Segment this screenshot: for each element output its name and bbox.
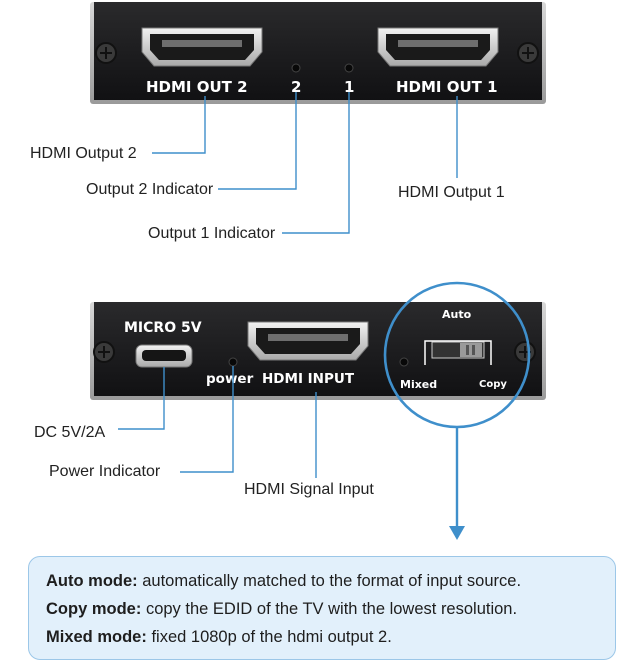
mode-desc: fixed 1080p of the hdmi output 2. <box>151 628 392 646</box>
output-2-led-icon <box>291 63 301 73</box>
screw-icon <box>514 341 536 363</box>
hdmi-out-1-label: HDMI OUT 1 <box>396 78 498 96</box>
power-led-icon <box>228 357 238 367</box>
mode-term: Copy mode: <box>46 600 142 618</box>
hdmi-out-2-label: HDMI OUT 2 <box>146 78 248 96</box>
hdmi-input-port-icon <box>247 321 369 361</box>
power-label: power <box>206 371 254 387</box>
mode-info-box: Auto mode: automatically matched to the … <box>28 556 616 660</box>
screw-icon <box>517 42 539 64</box>
mode-line-auto: Auto mode: automatically matched to the … <box>46 567 615 595</box>
output-1-led-icon <box>344 63 354 73</box>
mode-term: Mixed mode: <box>46 628 147 646</box>
mode-line-copy: Copy mode: copy the EDID of the TV with … <box>46 595 615 623</box>
micro-usb-port-icon <box>135 344 193 368</box>
switch-auto-label: Auto <box>442 308 472 321</box>
screw-icon <box>93 341 115 363</box>
mode-led-icon <box>399 357 409 367</box>
mode-term: Auto mode: <box>46 572 138 590</box>
switch-mixed-label: Mixed <box>400 378 437 391</box>
mode-desc: automatically matched to the format of i… <box>142 572 522 590</box>
indicator-1-label: 1 <box>344 78 354 96</box>
top-leader-lines <box>152 92 458 234</box>
mode-desc: copy the EDID of the TV with the lowest … <box>145 600 518 618</box>
callout-hdmi-output-2: HDMI Output 2 <box>30 145 137 162</box>
callout-power-indicator: Power Indicator <box>49 463 161 480</box>
switch-copy-label: Copy <box>479 379 507 390</box>
hdmi-out-1-port-icon <box>377 27 499 67</box>
arrow-down-icon <box>449 526 465 540</box>
bottom-panel: MICRO 5V power HDMI INPUT Auto Mixed Cop… <box>90 302 546 400</box>
callout-dc-5v: DC 5V/2A <box>34 424 105 441</box>
callout-output-2-indicator: Output 2 Indicator <box>86 181 214 198</box>
callout-hdmi-output-1: HDMI Output 1 <box>398 184 505 201</box>
indicator-2-label: 2 <box>291 78 301 96</box>
callout-hdmi-signal-input: HDMI Signal Input <box>244 481 374 498</box>
top-panel: HDMI OUT 2 HDMI OUT 1 2 1 <box>90 2 546 104</box>
hdmi-out-2-port-icon <box>141 27 263 67</box>
bottom-leader-lines <box>118 366 317 478</box>
hdmi-input-label: HDMI INPUT <box>262 371 355 387</box>
screw-icon <box>95 42 117 64</box>
micro-5v-label: MICRO 5V <box>124 320 202 336</box>
mode-switch[interactable] <box>424 340 492 365</box>
callout-output-1-indicator: Output 1 Indicator <box>148 225 276 242</box>
mode-line-mixed: Mixed mode: fixed 1080p of the hdmi outp… <box>46 623 615 651</box>
